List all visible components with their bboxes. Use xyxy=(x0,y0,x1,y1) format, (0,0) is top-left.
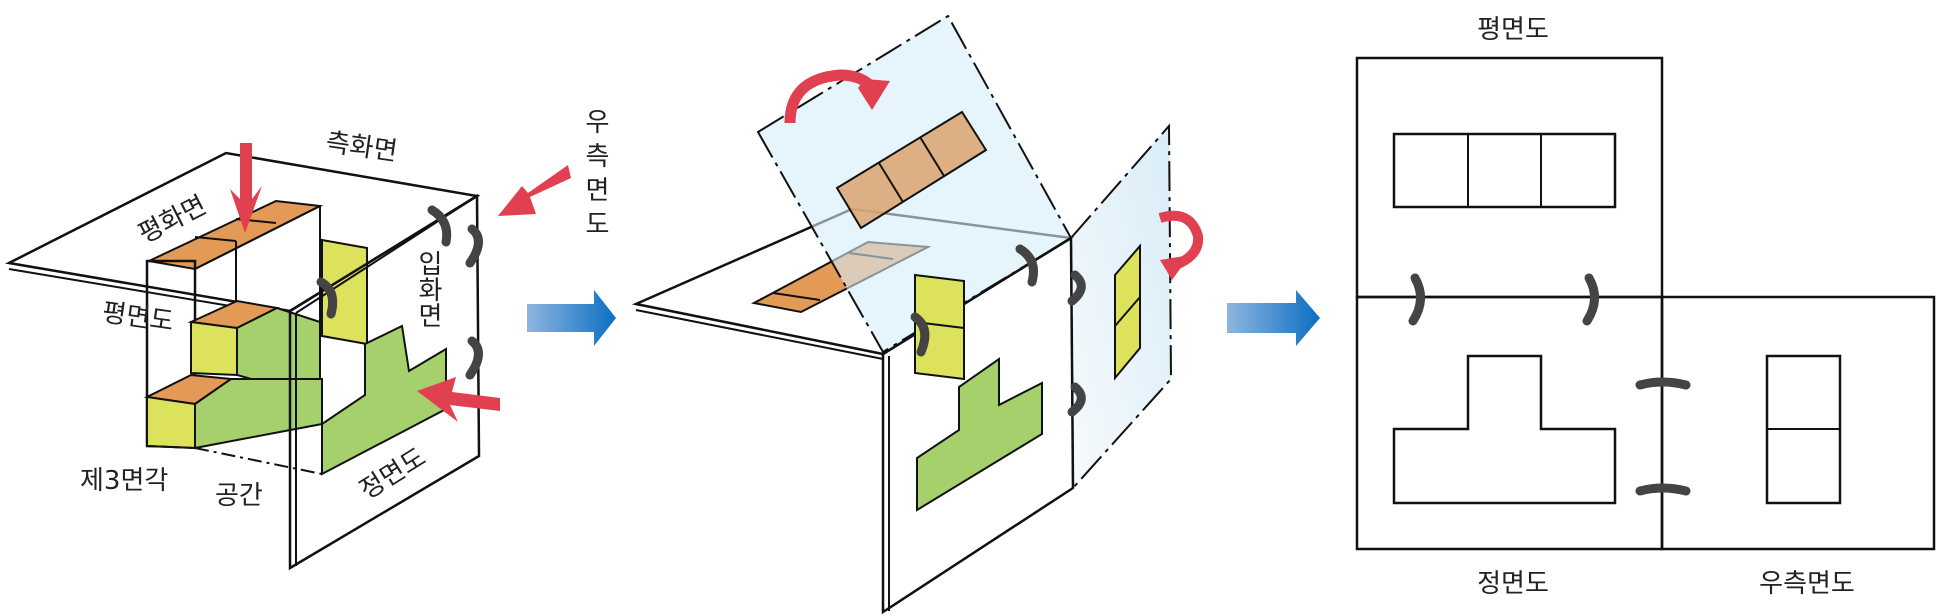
rotate-arrow-head-icon xyxy=(858,79,890,110)
label-third-angle: 제3면각 xyxy=(80,466,168,496)
hinge-icon xyxy=(1067,382,1086,417)
hinge-icon xyxy=(465,336,483,380)
hinge-icon xyxy=(1067,270,1086,306)
front-plane xyxy=(881,235,1075,615)
hinge-icon xyxy=(1015,244,1038,287)
label-plan-view: 평면도 xyxy=(100,298,175,338)
rotate-arrow-head-icon xyxy=(1160,255,1190,280)
hinge-icon xyxy=(1635,483,1691,496)
panel-unfolded-views: 평면도 정면도 우측면도 xyxy=(1355,15,1936,599)
hinge-icon xyxy=(1582,273,1599,326)
plan-view-shape xyxy=(1392,132,1617,209)
front-view-projection xyxy=(321,324,447,476)
hinge-icon xyxy=(427,205,452,247)
front-plane xyxy=(1355,295,1664,551)
front-view-shape xyxy=(1392,354,1617,505)
label-right-side-view: 우측면도 xyxy=(580,108,610,244)
front-view-projection xyxy=(916,357,1043,512)
hinge-icon xyxy=(465,224,483,268)
yellow-projection xyxy=(914,273,965,381)
right-side-view-shape xyxy=(1765,354,1842,505)
label-space: 공간 xyxy=(215,481,263,511)
label-vertical-plane: 입화면 xyxy=(413,250,443,328)
hinge-icon xyxy=(1408,273,1425,326)
label-side-plane: 측화면 xyxy=(324,128,399,168)
next-step-arrow-icon xyxy=(1227,290,1320,346)
label-plan-view: 평면도 xyxy=(1477,15,1549,45)
panel-3d-projection-box: 측화면 평화면 평면도 입화면 우측면도 제3면각 공간 정면도 xyxy=(5,108,610,571)
right-side-plane xyxy=(1660,295,1936,551)
rotate-arrow-icon xyxy=(1158,210,1204,269)
view-arrow-right-icon xyxy=(498,165,571,216)
panel-unfolding-planes xyxy=(631,14,1204,615)
view-arrow-top-icon xyxy=(230,143,262,233)
hinge-icon xyxy=(910,312,930,357)
hinge-icon xyxy=(316,277,338,319)
view-arrow-front-icon xyxy=(417,377,500,422)
hinge-icon xyxy=(1635,377,1691,390)
vertical-plane xyxy=(288,193,481,571)
label-right-side-view: 우측면도 xyxy=(1759,569,1855,599)
next-step-arrow-icon xyxy=(527,290,616,346)
label-front-view: 정면도 xyxy=(1477,569,1549,599)
